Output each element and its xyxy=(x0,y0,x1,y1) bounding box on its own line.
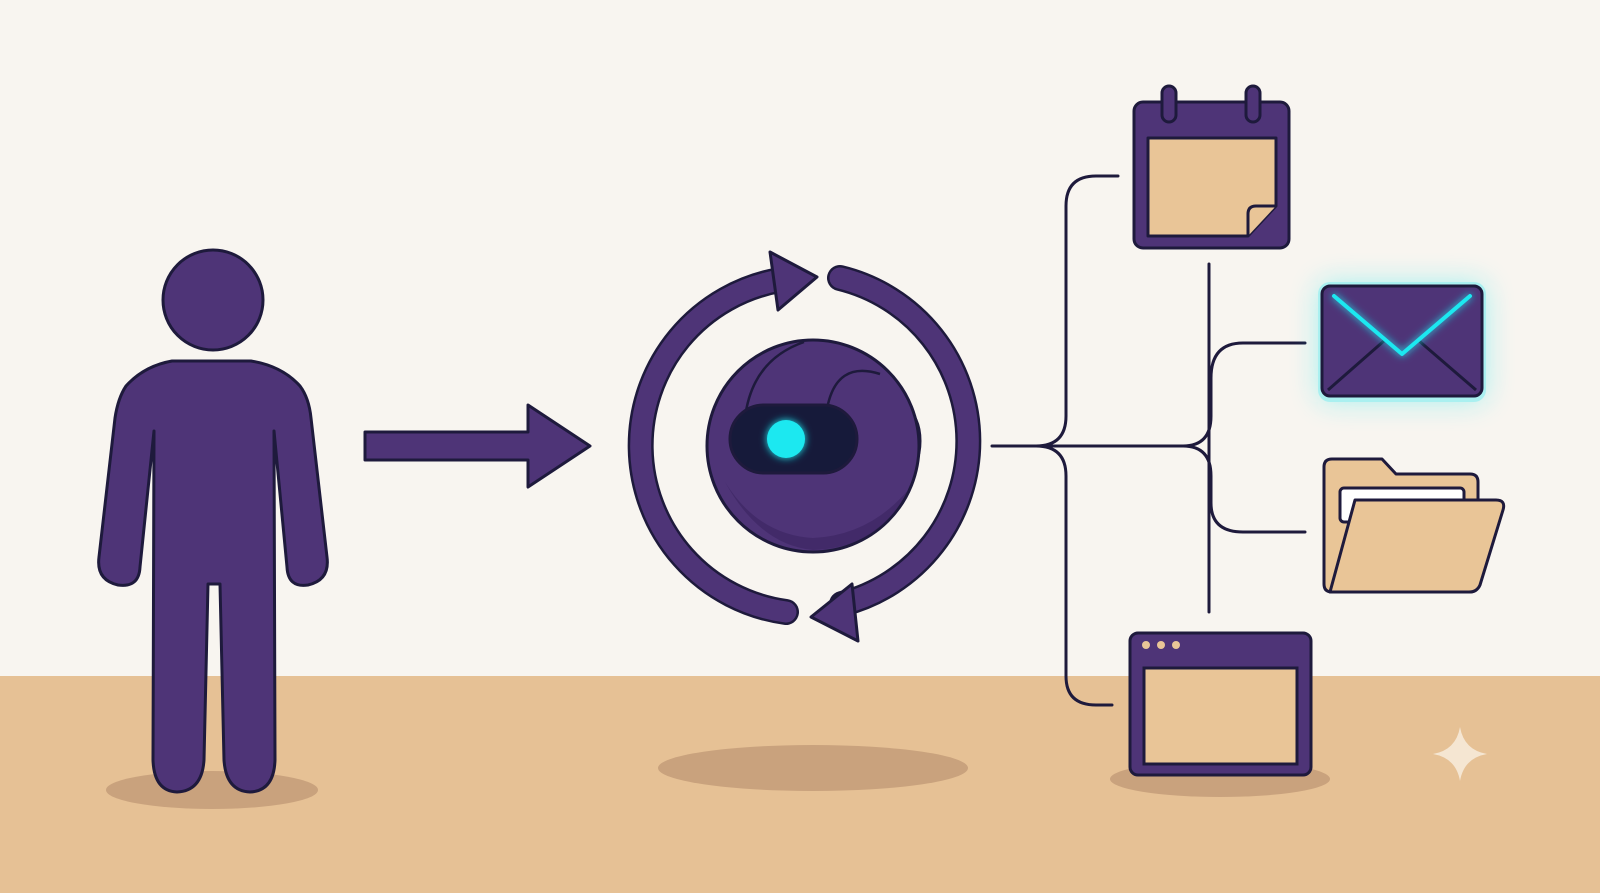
robot-head-icon xyxy=(705,338,922,554)
person-icon xyxy=(97,248,329,794)
cycle-arrows-icon xyxy=(627,250,982,643)
envelope-icon xyxy=(1318,282,1486,402)
agent-shadow xyxy=(658,745,968,791)
browser-window-icon xyxy=(1128,631,1313,777)
calendar-icon xyxy=(1132,84,1291,250)
person-shadow xyxy=(106,771,318,809)
folder-icon xyxy=(1322,457,1506,594)
connector-lines xyxy=(990,174,1307,707)
sparkle-icon xyxy=(1433,727,1487,781)
arrow-right-icon xyxy=(363,403,592,489)
robot-eye xyxy=(767,420,805,458)
